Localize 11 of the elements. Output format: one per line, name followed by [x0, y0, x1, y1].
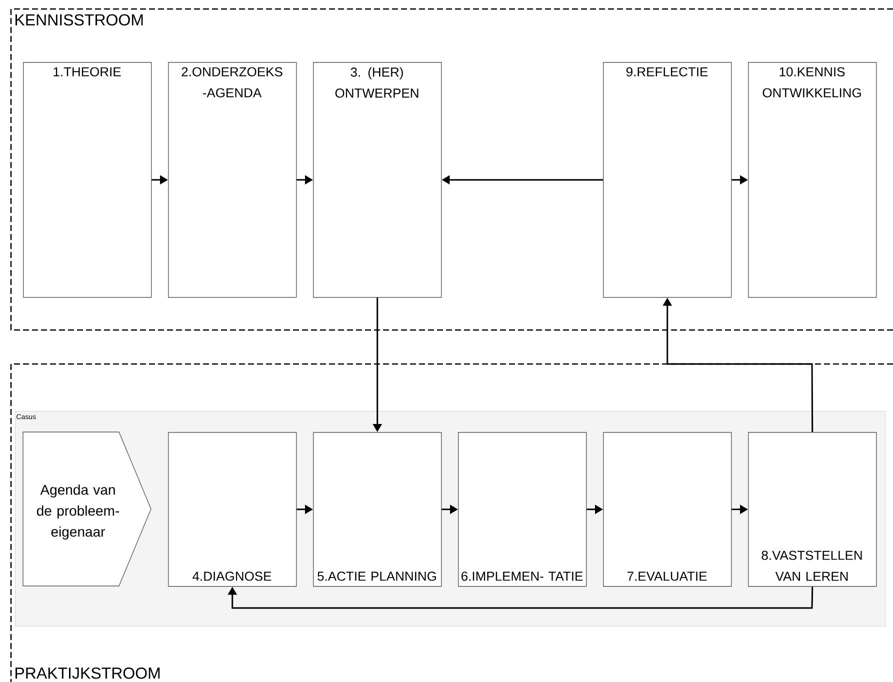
process-box: 4.DIAGNOSE [168, 432, 297, 587]
process-box: 7.EVALUATIE [603, 432, 732, 587]
process-box: 1.THEORIE [23, 62, 152, 298]
process-box: 3. (HER) ONTWERPEN [313, 62, 442, 298]
process-box: 10.KENNIS ONTWIKKELING [748, 62, 877, 298]
process-box: 6.IMPLEMEN- TATIE [458, 432, 587, 587]
arrow [228, 586, 814, 609]
process-box: 2.ONDERZOEKS -AGENDA [168, 62, 297, 298]
process-box: 5.ACTIE PLANNING [313, 432, 442, 587]
process-box: 9.REFLECTIE [603, 62, 732, 298]
process-box: 8.VASTSTELLEN VAN LEREN [748, 432, 877, 587]
